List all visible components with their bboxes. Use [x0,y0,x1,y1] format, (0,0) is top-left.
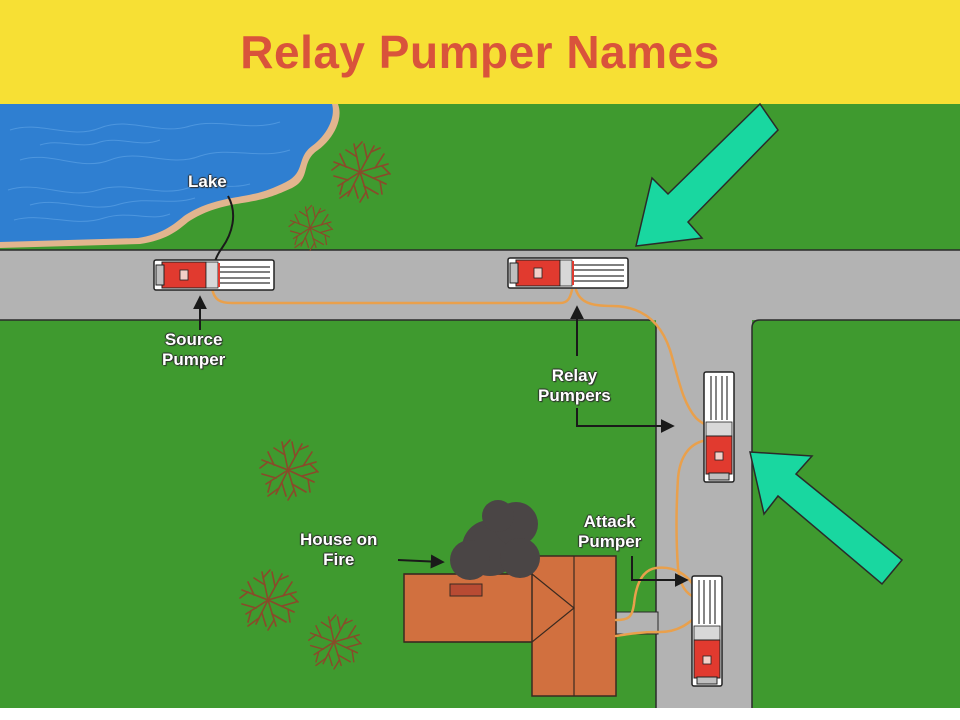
relay-pumpers-label: Relay Pumpers [538,366,611,405]
direction-arrow-icon [749,451,904,586]
lake-label: Lake [188,172,227,191]
source-pumper-label: Source Pumper [162,330,226,369]
house-on-fire [403,555,617,697]
source-pumper-engine [153,259,275,291]
label-pointers [193,295,689,587]
bottom-border [0,708,960,720]
lake-ripples [7,121,291,222]
page-title: Relay Pumper Names [240,26,720,78]
house-on-fire-label: House on Fire [300,530,378,569]
smoke-cloud [450,500,540,580]
relay-pumper-engine-1 [507,257,629,289]
direction-arrow-icon [635,102,779,247]
relay-pumper-engine-2 [703,371,735,483]
title-banner: Relay Pumper Names [0,0,960,104]
driveway [613,611,659,635]
attack-pumper-label: Attack Pumper [578,512,642,551]
lake-water [0,104,333,242]
attack-pumper-engine [691,575,723,687]
